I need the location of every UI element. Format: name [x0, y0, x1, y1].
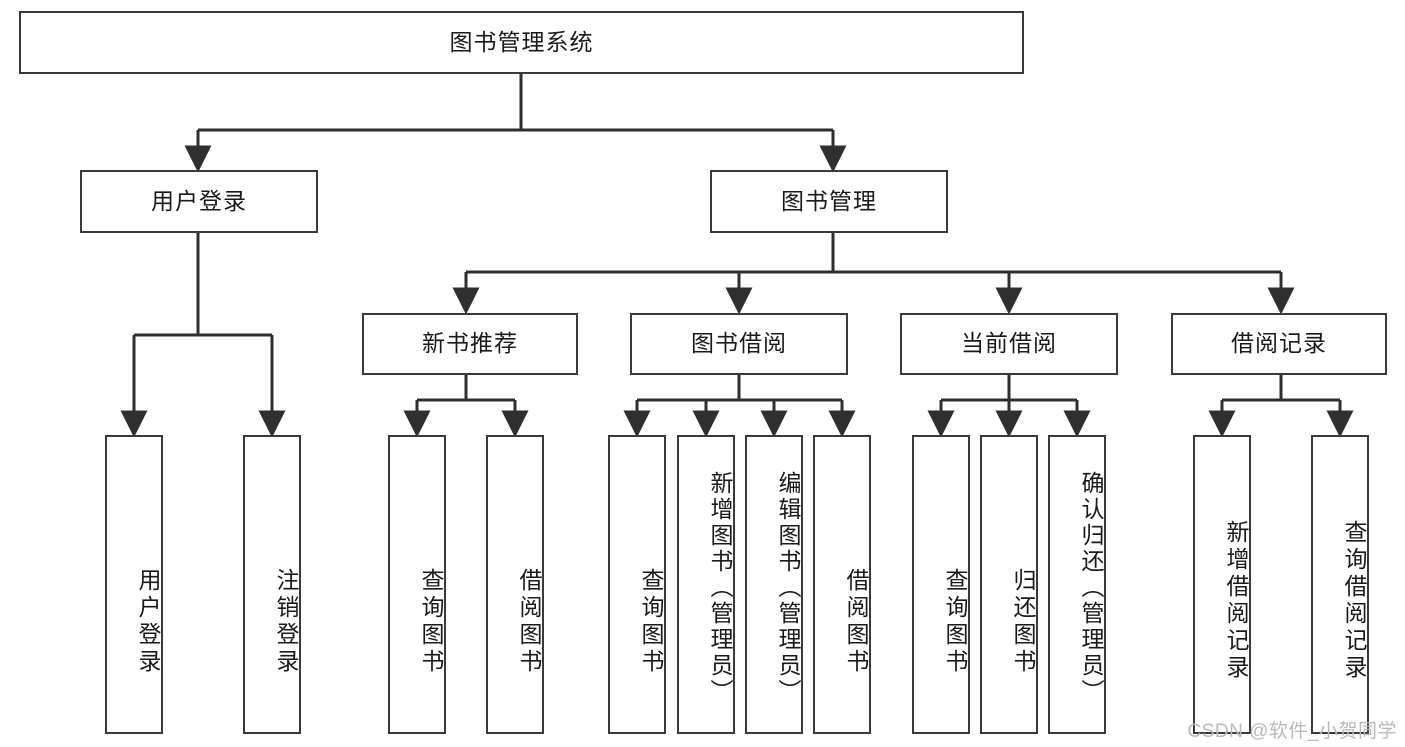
leaf-book-borrow-query[interactable]: 查询图书 — [608, 435, 666, 734]
node-label: 图书借阅 — [691, 330, 787, 357]
node-label: 编辑图书（管理员） — [775, 470, 801, 705]
watermark-text: CSDN @软件_小贺同学 — [1187, 721, 1397, 742]
node-label: 查询图书 — [942, 567, 968, 676]
node-label: 借阅图书 — [516, 567, 542, 676]
node-label: 图书管理 — [781, 187, 877, 214]
node-new-book-recommend[interactable]: 新书推荐 — [362, 313, 578, 375]
node-label: 新增借阅记录 — [1223, 519, 1249, 682]
leaf-current-borrow-return[interactable]: 归还图书 — [980, 435, 1038, 734]
node-borrow-record[interactable]: 借阅记录 — [1171, 313, 1387, 375]
node-label: 查询图书 — [418, 567, 444, 676]
node-label: 图书管理系统 — [449, 28, 594, 55]
leaf-current-borrow-confirm[interactable]: 确认归还（管理员） — [1048, 435, 1106, 734]
leaf-book-borrow-edit[interactable]: 编辑图书（管理员） — [745, 435, 803, 734]
node-book-management[interactable]: 图书管理 — [710, 170, 948, 233]
leaf-new-book-query[interactable]: 查询图书 — [388, 435, 446, 734]
leaf-book-borrow-borrow[interactable]: 借阅图书 — [813, 435, 871, 734]
node-label: 注销登录 — [273, 567, 299, 676]
leaf-user-login-login[interactable]: 用户登录 — [105, 435, 163, 734]
node-label: 借阅记录 — [1231, 330, 1327, 357]
leaf-borrow-record-add[interactable]: 新增借阅记录 — [1193, 435, 1251, 734]
node-label: 新增图书（管理员） — [707, 470, 733, 705]
node-label: 确认归还（管理员） — [1078, 470, 1104, 705]
leaf-current-borrow-query[interactable]: 查询图书 — [912, 435, 970, 734]
node-user-login[interactable]: 用户登录 — [80, 170, 318, 233]
leaf-borrow-record-query[interactable]: 查询借阅记录 — [1311, 435, 1369, 734]
leaf-book-borrow-add[interactable]: 新增图书（管理员） — [677, 435, 735, 734]
node-current-borrow[interactable]: 当前借阅 — [900, 313, 1118, 375]
leaf-user-login-logout[interactable]: 注销登录 — [243, 435, 301, 734]
node-label: 当前借阅 — [961, 330, 1057, 357]
node-book-borrow[interactable]: 图书借阅 — [630, 313, 848, 375]
node-label: 查询图书 — [638, 567, 664, 676]
leaf-new-book-borrow[interactable]: 借阅图书 — [486, 435, 544, 734]
node-label: 用户登录 — [135, 567, 161, 676]
node-label: 用户登录 — [151, 187, 247, 214]
node-label: 借阅图书 — [843, 567, 869, 676]
node-label: 新书推荐 — [422, 330, 518, 357]
node-label: 查询借阅记录 — [1341, 519, 1367, 682]
node-label: 归还图书 — [1010, 567, 1036, 676]
node-root-system[interactable]: 图书管理系统 — [19, 11, 1024, 74]
